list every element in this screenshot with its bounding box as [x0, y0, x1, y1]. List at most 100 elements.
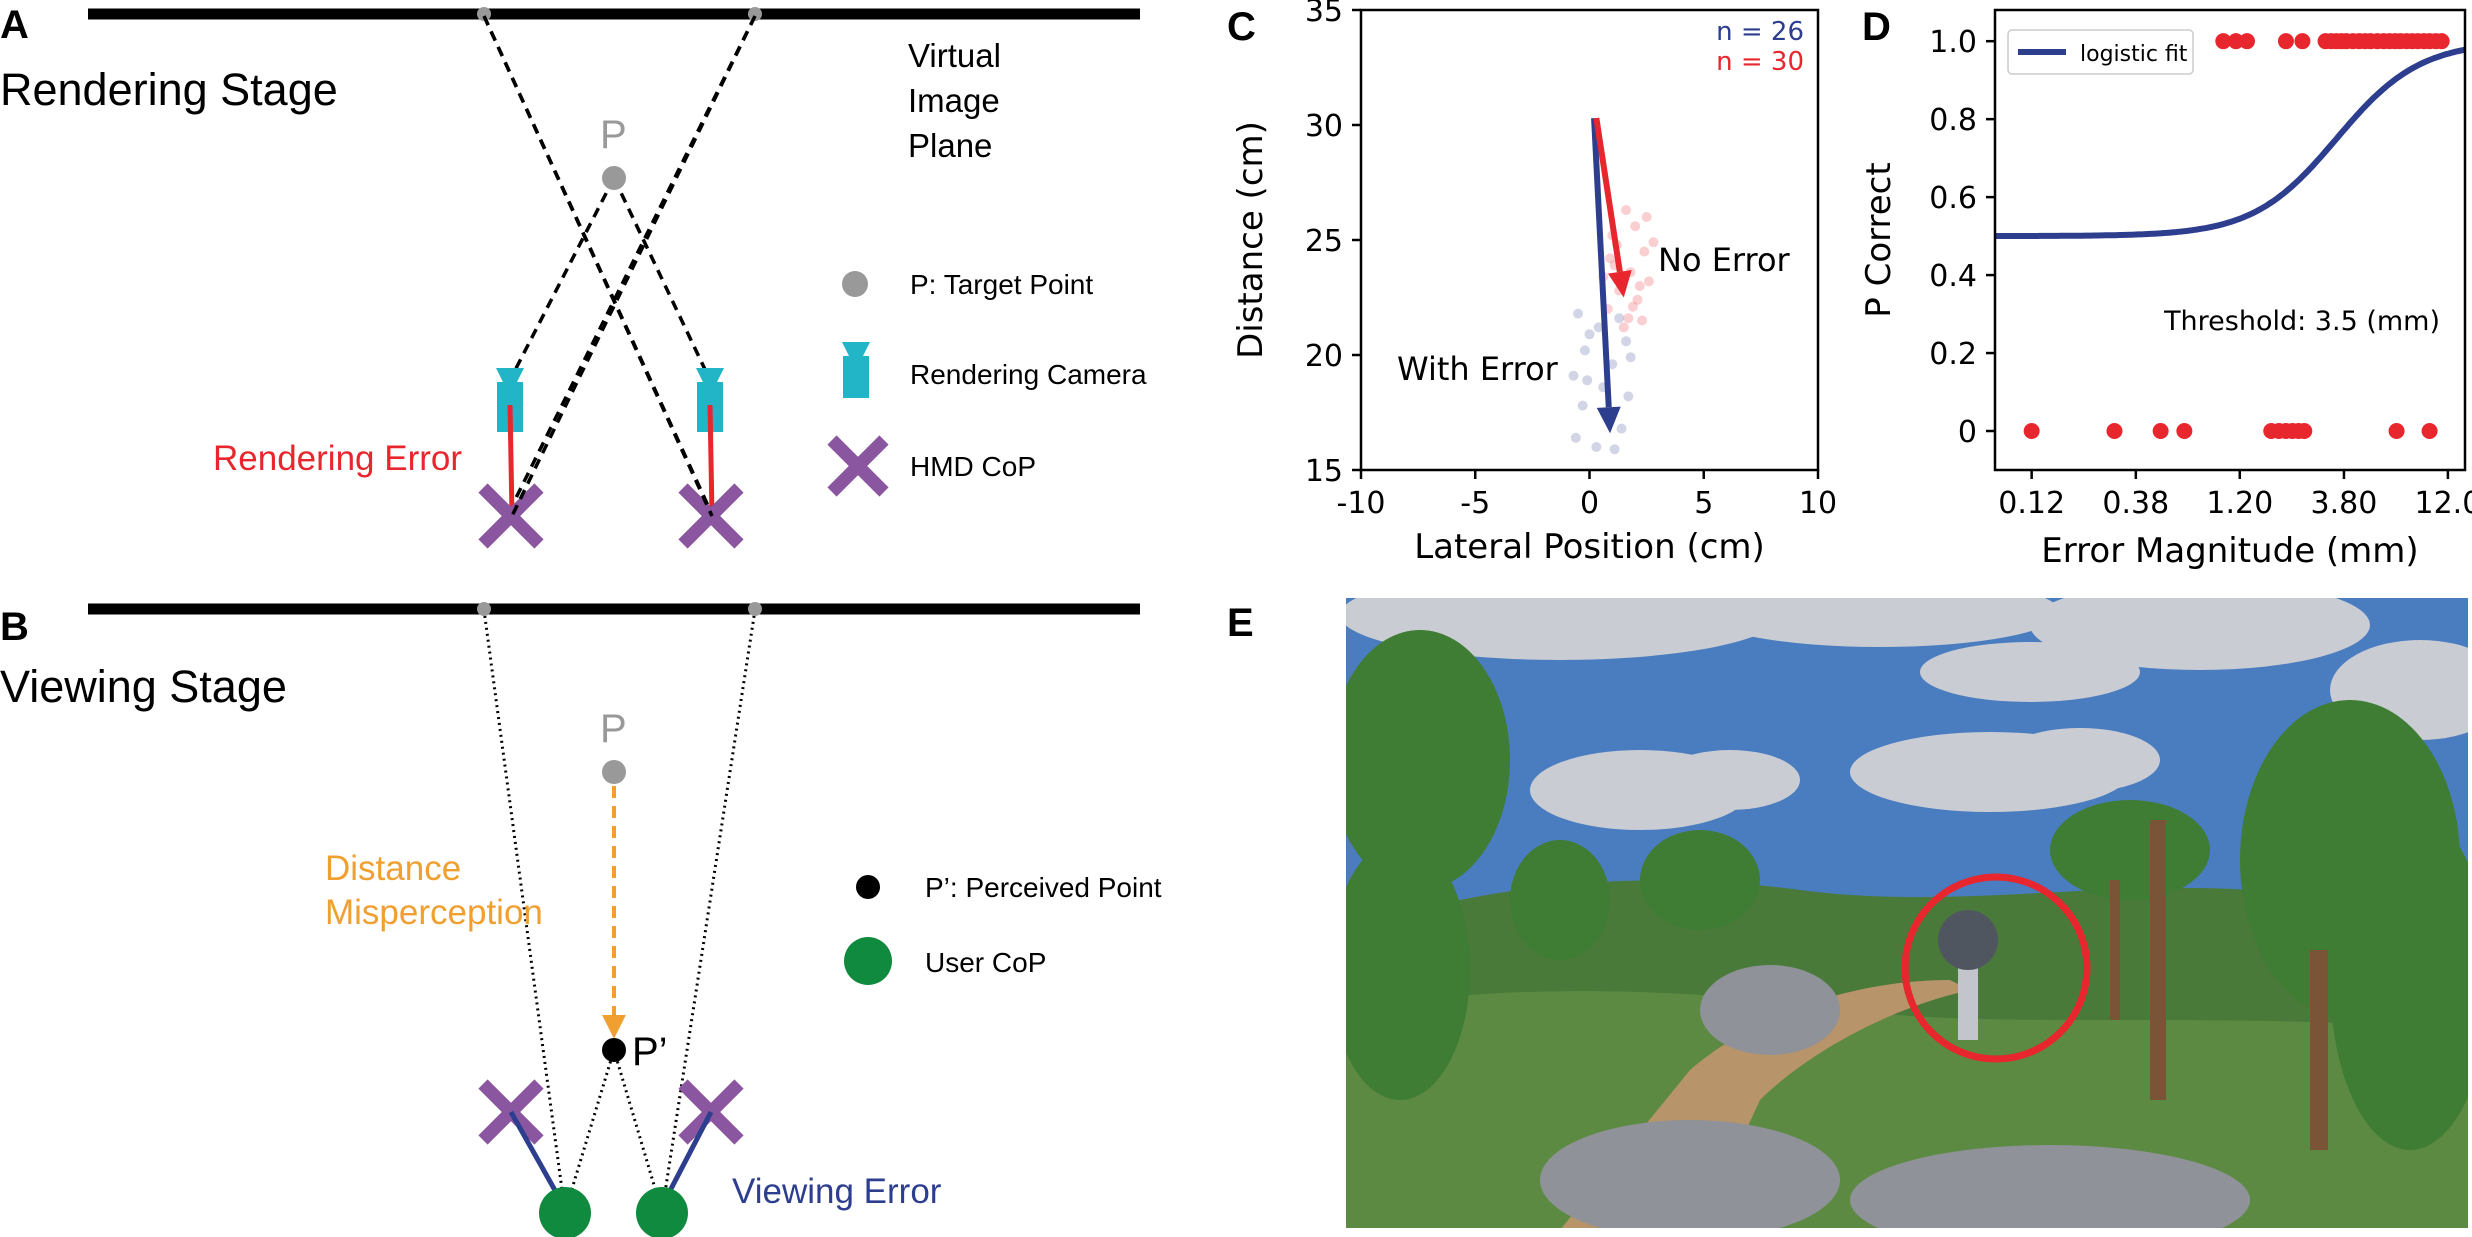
plane-point-right-b	[748, 602, 762, 616]
user-cop-right	[636, 1187, 688, 1237]
scatter-point-1	[1591, 442, 1602, 452]
scene-trees	[1346, 630, 2468, 1150]
plane-label-line-2: Image	[908, 82, 1000, 119]
target-point-label-b: P	[600, 707, 627, 751]
plane-label-line-1: Virtual	[908, 37, 1001, 74]
panel-a: A Rendering Stage Virtual Image Plane P	[0, 3, 1147, 549]
plane-point-left-b	[477, 602, 491, 616]
scatter-point-1	[1625, 352, 1636, 363]
scatter-point-1	[1607, 359, 1618, 370]
scene-rocks	[1540, 965, 2250, 1228]
rendering-error-label: Rendering Error	[213, 439, 462, 478]
rendering-error-line-right	[707, 404, 715, 516]
panel-letter-d: D	[1862, 5, 1891, 49]
x-tick-label-d: 1.20	[2206, 486, 2273, 521]
legend-label-fit: logistic fit	[2080, 42, 2188, 67]
rendering-camera-right	[696, 368, 724, 432]
scatter-point-1	[1609, 444, 1620, 455]
panel-letter-a: A	[0, 3, 29, 47]
annotation-with-error: With Error	[1397, 350, 1559, 388]
legend-rendering-camera: Rendering Camera	[910, 359, 1147, 390]
trial-point-correct	[2277, 33, 2294, 50]
scatter-point-0	[1621, 205, 1632, 216]
rendering-stage-title: Rendering Stage	[0, 64, 338, 115]
user-cop-left	[539, 1187, 591, 1237]
misperception-label-line-2: Misperception	[325, 893, 543, 932]
scatter-point-1	[1582, 375, 1593, 386]
y-tick-label-d: 0.8	[1929, 103, 1977, 138]
target-point-label: P	[600, 113, 627, 157]
scatter-point-1	[1573, 308, 1584, 319]
trial-point-correct	[2294, 33, 2311, 50]
panel-e: E	[1227, 598, 2468, 1228]
target-object	[1938, 910, 1998, 1040]
misperception-label-line-1: Distance	[325, 849, 461, 888]
scatter-point-1	[1584, 329, 1595, 340]
scatter-point-1	[1616, 423, 1627, 434]
green-dot-icon	[844, 937, 892, 985]
threshold-annotation: Threshold: 3.5 (mm)	[2163, 306, 2440, 337]
y-axis-label-d: P Correct	[1859, 162, 1899, 317]
trial-point-incorrect	[2152, 423, 2169, 440]
panel-letter-e: E	[1227, 601, 1254, 645]
y-tick-label-d: 1.0	[1929, 25, 1977, 60]
scatter-point-0	[1605, 253, 1616, 264]
camera-icon	[842, 342, 870, 398]
scatter-point-1	[1568, 370, 1579, 381]
plane-point-left	[477, 7, 491, 21]
x-tick-label-d: 0.12	[1998, 486, 2065, 521]
perceived-point-label: P’	[632, 1030, 668, 1074]
legend-user-cop: User CoP	[925, 947, 1046, 978]
x-tick-label-d: 12.0	[2414, 486, 2472, 521]
scatter-point-0	[1634, 281, 1645, 291]
mean-arrow-shaft-0	[1591, 117, 1612, 408]
trial-point-correct	[2433, 33, 2450, 50]
trial-point-incorrect	[2421, 423, 2438, 440]
legend-hmd-cop: HMD CoP	[910, 451, 1036, 482]
panel-d: D logistic fit 0.12 0.38 1.20 3.80 12.0 0 0.2 0.…	[1859, 5, 2472, 571]
y-tick-label-c: 30	[1305, 109, 1343, 144]
trial-point-incorrect	[2388, 423, 2405, 440]
black-dot-icon	[856, 875, 880, 899]
target-point-marker-b	[602, 760, 626, 784]
scatter-point-0	[1618, 322, 1629, 333]
x-tick-label-c: -10	[1337, 486, 1386, 521]
scatter-point-0	[1643, 276, 1654, 287]
plot-frame-c	[1359, 8, 1820, 472]
viewing-rays	[482, 609, 757, 1213]
target-highlight-circle	[1901, 873, 2091, 1063]
trial-point-incorrect	[2023, 423, 2040, 440]
trial-point-correct	[2215, 33, 2232, 50]
scatter-point-0	[1648, 237, 1659, 248]
scatter-point-0	[1623, 313, 1634, 324]
legend-box-d	[2007, 29, 2194, 75]
target-point-marker	[602, 166, 626, 190]
x-tick-label-d: 0.38	[2102, 486, 2169, 521]
x-axis-label-d: Error Magnitude (mm)	[2041, 531, 2418, 571]
scatter-point-1	[1623, 391, 1634, 402]
vr-scene-image	[1346, 598, 2468, 1228]
y-tick-label-c: 25	[1305, 224, 1343, 259]
x-tick-label-c: 10	[1799, 486, 1837, 521]
trial-point-incorrect	[2106, 423, 2123, 440]
y-tick-label-d: 0	[1958, 415, 1977, 450]
y-tick-label-c: 20	[1305, 339, 1343, 374]
y-tick-label-d: 0.2	[1929, 337, 1977, 372]
trial-point-incorrect	[2176, 423, 2193, 440]
x-axis-label-c: Lateral Position (cm)	[1414, 527, 1765, 567]
x-tick-label-d: 3.80	[2311, 486, 2378, 521]
gray-dot-icon	[842, 271, 868, 297]
panel-letter-c: C	[1227, 5, 1256, 49]
legend-target-point: P: Target Point	[910, 269, 1093, 300]
plane-point-right	[748, 7, 762, 21]
panel-b: B Viewing Stage P Distance Misperception…	[0, 602, 1162, 1237]
scatter-point-0	[1641, 212, 1652, 222]
trial-point-correct	[2239, 33, 2256, 50]
mean-arrow-shaft-1	[1593, 117, 1623, 273]
y-axis-label-c: Distance (cm)	[1231, 121, 1271, 359]
legend-perceived-point: P’: Perceived Point	[925, 872, 1162, 903]
scatter-point-1	[1593, 322, 1604, 333]
viewing-error-label: Viewing Error	[732, 1172, 942, 1211]
viewing-stage-title: Viewing Stage	[0, 661, 287, 712]
